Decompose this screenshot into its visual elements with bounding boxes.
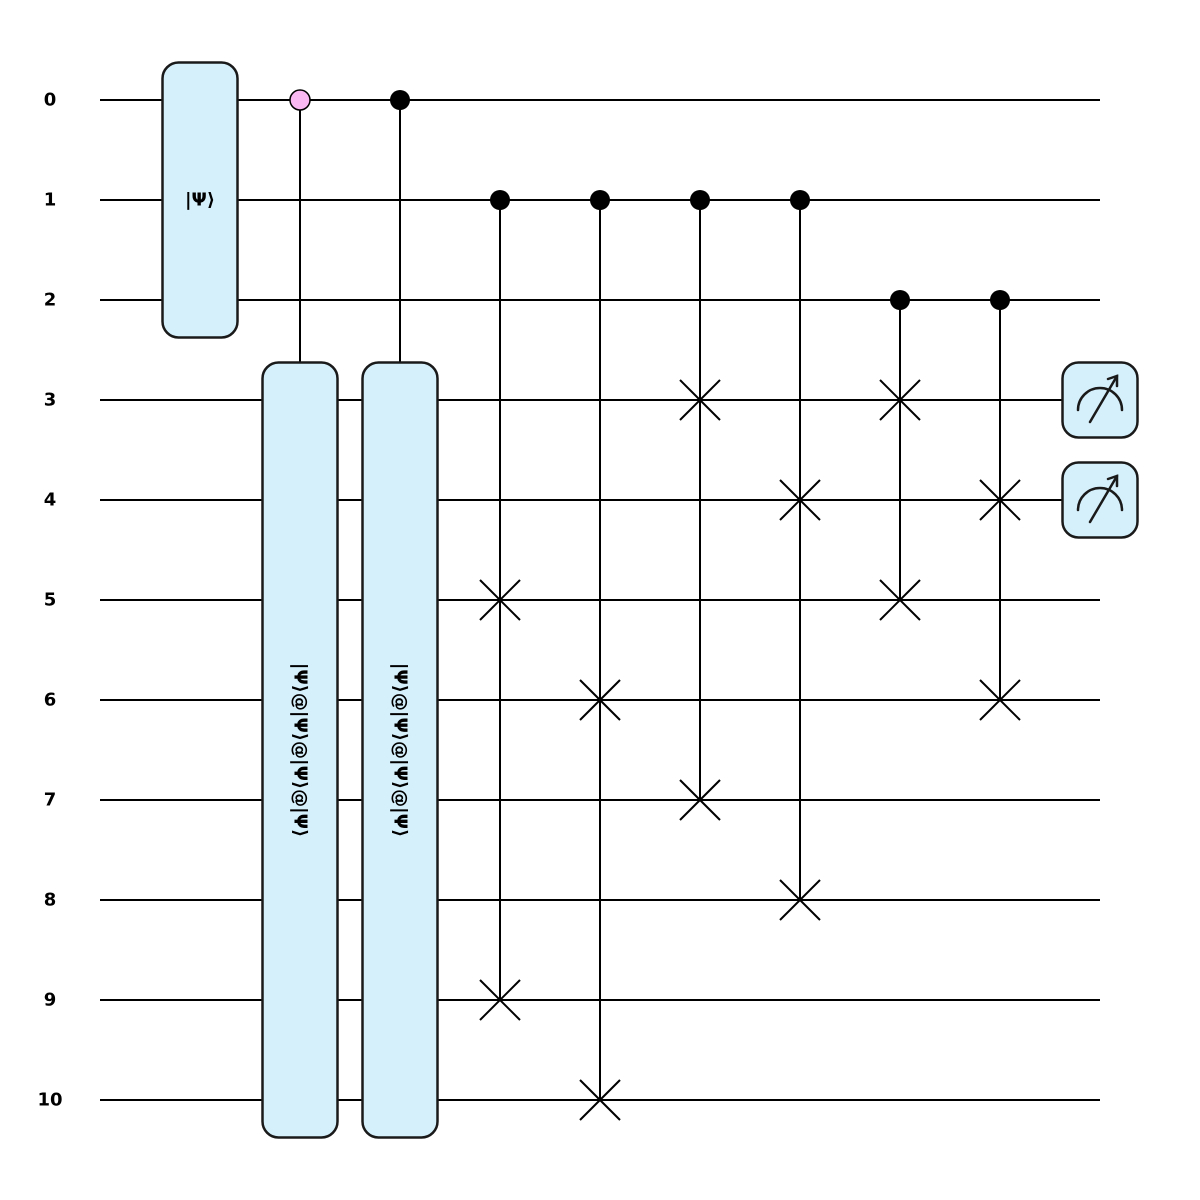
control-1: [289, 89, 311, 111]
cswap-gate-6: [779, 190, 821, 921]
wire-label-5: 5: [44, 590, 57, 611]
wire-label-0: 0: [44, 90, 57, 111]
control-dot: [390, 90, 410, 110]
measurement-box: [1061, 461, 1139, 539]
swap-cross: [979, 479, 1021, 521]
control-dot: [690, 190, 710, 210]
cswap-gate-8: [979, 290, 1021, 721]
control-dot: [990, 290, 1010, 310]
wire-label-9: 9: [44, 990, 57, 1011]
measurement-gate: [1061, 361, 1139, 439]
swap-cross: [779, 479, 821, 521]
cswap-gate-7: [879, 290, 921, 621]
wire-label-6: 6: [44, 690, 57, 711]
open-control-dot: [289, 89, 311, 111]
wire-label-7: 7: [44, 790, 57, 811]
cswap-gate-5: [679, 190, 721, 821]
swap-cross: [479, 579, 521, 621]
gate-box-1: |Ψ⟩@|Ψ⟩@|Ψ⟩@|Ψ⟩: [261, 361, 339, 1139]
swap-cross: [579, 1079, 621, 1121]
swap-cross: [479, 979, 521, 1021]
swap-cross: [679, 779, 721, 821]
gate-box-2: |Ψ⟩@|Ψ⟩@|Ψ⟩@|Ψ⟩: [361, 361, 439, 1139]
gate-body: [361, 361, 439, 1139]
wire-label-2: 2: [44, 290, 57, 311]
swap-cross: [879, 579, 921, 621]
cswap-gate-4: [579, 190, 621, 1121]
swap-cross: [779, 879, 821, 921]
swap-cross: [679, 379, 721, 421]
gate-body: [161, 61, 239, 339]
control-dot: [490, 190, 510, 210]
wire-label-1: 1: [44, 190, 57, 211]
gate-box-0: |Ψ⟩: [161, 61, 239, 339]
swap-cross: [579, 679, 621, 721]
control-dot: [590, 190, 610, 210]
control-dot: [790, 190, 810, 210]
swap-cross: [979, 679, 1021, 721]
gate-label: |Ψ⟩@|Ψ⟩@|Ψ⟩@|Ψ⟩: [290, 663, 311, 837]
gate-body: [261, 361, 339, 1139]
wire-label-4: 4: [44, 490, 57, 511]
wire-label-10: 10: [37, 1090, 62, 1111]
control-2: [390, 90, 410, 110]
meter-icon: [1076, 474, 1124, 524]
measurement-box: [1061, 361, 1139, 439]
connector-layer: [299, 100, 1001, 1100]
swap-cross: [879, 379, 921, 421]
cswap-gate-3: [479, 190, 521, 1021]
meter-icon: [1076, 374, 1124, 424]
control-dot: [890, 290, 910, 310]
gate-label: |Ψ⟩@|Ψ⟩@|Ψ⟩@|Ψ⟩: [390, 663, 411, 837]
wire-label-8: 8: [44, 890, 57, 911]
gate-label: |Ψ⟩: [185, 190, 215, 211]
wire-label-3: 3: [44, 390, 57, 411]
gates-layer: |Ψ⟩ |Ψ⟩@|Ψ⟩@|Ψ⟩@|Ψ⟩ |Ψ⟩@|Ψ⟩@|Ψ⟩@|Ψ⟩: [161, 61, 1139, 1139]
measurement-gate: [1061, 461, 1139, 539]
